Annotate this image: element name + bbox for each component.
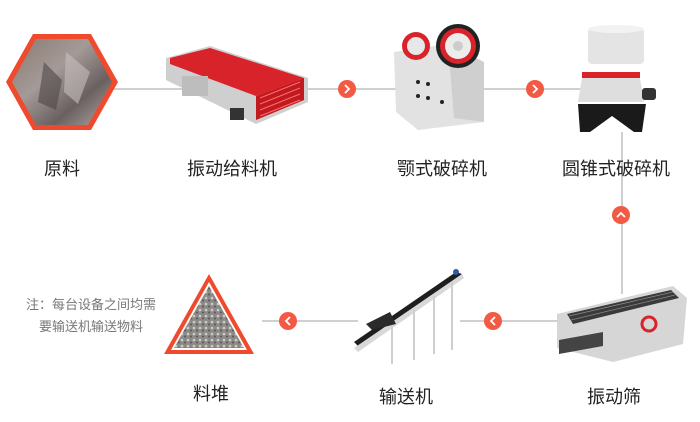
connector-line-top <box>110 88 622 90</box>
arrow-right-icon <box>526 80 544 98</box>
vibrating-screen-image <box>557 286 687 362</box>
arrow-up-icon <box>612 206 630 224</box>
vibrating-feeder-image <box>166 46 308 124</box>
step-label-vibrating-screen: 振动筛 <box>587 387 641 408</box>
connector-line-bottom-right <box>460 320 565 322</box>
step-label-vibrating-feeder: 振动给料机 <box>187 159 277 180</box>
arrow-left-icon <box>484 312 502 330</box>
arrow-right-icon <box>338 80 356 98</box>
jaw-crusher-image <box>394 24 484 130</box>
cone-crusher-image <box>578 25 656 132</box>
stockpile-image <box>164 274 254 354</box>
raw-material-image <box>6 34 118 130</box>
note-text: 注：每台设备之间均需 要输送机输送物料 <box>18 295 164 339</box>
arrow-left-icon <box>279 312 297 330</box>
step-label-raw-material: 原料 <box>44 159 80 180</box>
step-label-conveyor: 输送机 <box>379 387 433 408</box>
step-label-stockpile: 料堆 <box>193 384 229 405</box>
note-line-2: 要输送机输送物料 <box>38 320 143 335</box>
connector-line-bottom-left <box>262 320 358 322</box>
step-label-jaw-crusher: 颚式破碎机 <box>397 159 487 180</box>
step-label-cone-crusher: 圆锥式破碎机 <box>562 159 670 180</box>
note-line-1: 注：每台设备之间均需 <box>25 298 156 313</box>
conveyor-image <box>354 269 464 364</box>
